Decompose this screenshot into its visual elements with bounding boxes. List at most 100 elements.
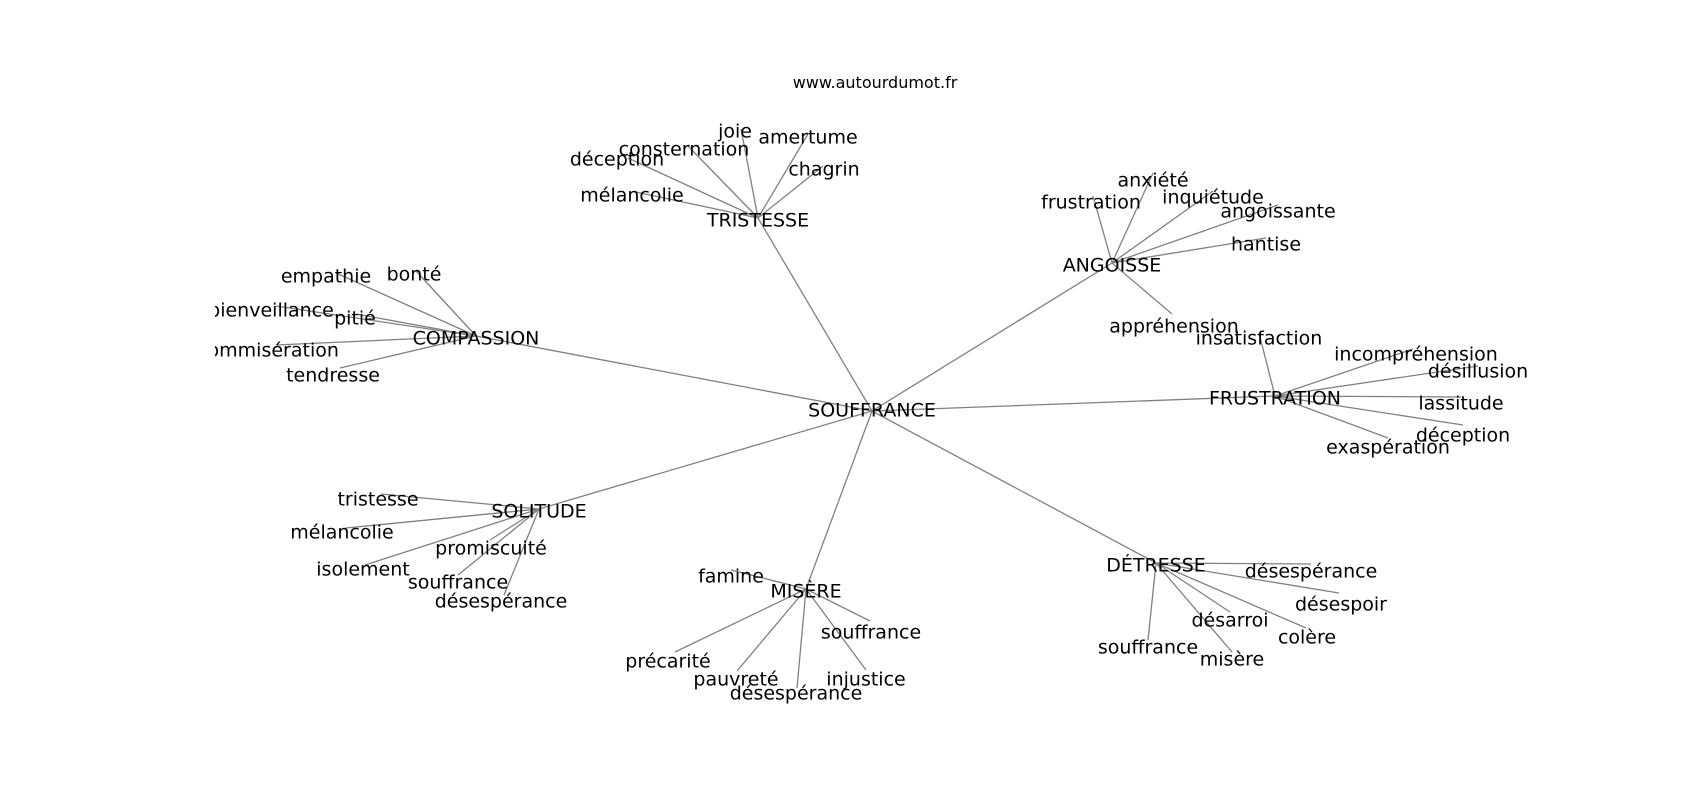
word-node-label[interactable]: joie xyxy=(717,121,752,143)
graph-edge xyxy=(757,217,873,412)
word-node-label[interactable]: désespérance xyxy=(1245,561,1378,583)
word-node-label[interactable]: angoissante xyxy=(1220,201,1335,223)
word-node-label[interactable]: incompréhension xyxy=(1334,344,1498,366)
graph-edge xyxy=(757,133,809,219)
word-node-label[interactable]: inquiétude xyxy=(1162,187,1264,209)
graph-edge xyxy=(1111,237,1267,264)
graph-edge xyxy=(380,493,540,510)
word-node-label[interactable]: pitié xyxy=(334,308,376,330)
word-node-label[interactable]: souffrance xyxy=(408,572,508,594)
word-node-label[interactable]: amertume xyxy=(758,127,857,149)
cluster-node-label[interactable]: FRUSTRATION xyxy=(1209,388,1341,410)
graph-edge xyxy=(1111,190,1214,264)
graph-edge xyxy=(275,305,477,337)
word-node-label[interactable]: déception xyxy=(570,149,664,171)
word-node-label[interactable]: tristesse xyxy=(337,489,418,511)
word-node-label[interactable]: désarroi xyxy=(1191,610,1268,632)
word-node-label[interactable]: précarité xyxy=(625,651,710,673)
graph-edge xyxy=(1111,262,1173,315)
word-node-label[interactable]: injustice xyxy=(826,669,905,691)
word-node-label[interactable]: anxiété xyxy=(1117,170,1188,192)
graph-edge xyxy=(635,191,759,219)
cluster-node-label[interactable]: DÉTRESSE xyxy=(1106,554,1206,577)
graph-edge xyxy=(687,145,759,219)
word-node-label[interactable]: mélancolie xyxy=(290,522,393,544)
word-node-label[interactable]: mélancolie xyxy=(580,185,683,207)
graph-edge xyxy=(475,335,873,412)
graph-edge xyxy=(1092,195,1113,264)
word-node-label[interactable]: désespérance xyxy=(730,683,863,705)
word-node-label[interactable]: chagrin xyxy=(788,159,859,181)
word-node-label[interactable]: hantise xyxy=(1231,234,1301,256)
graph-labels: SOUFFRANCE TRISTESSE joie amertume consterna… xyxy=(197,121,1528,705)
cluster-node-label[interactable]: MISÈRE xyxy=(770,580,841,603)
graph-edges xyxy=(275,128,1479,689)
graph-edge xyxy=(339,335,477,369)
word-node-label[interactable]: commisération xyxy=(197,340,339,362)
graph-edge xyxy=(1155,562,1307,629)
graph-edge xyxy=(489,508,540,541)
word-node-label[interactable]: famine xyxy=(698,566,764,588)
graph-edge xyxy=(355,313,477,337)
graph-edge xyxy=(674,588,807,653)
cluster-node-label[interactable]: ANGOISSE xyxy=(1063,255,1162,277)
word-node-label[interactable]: exaspération xyxy=(1326,437,1450,459)
graph-edge xyxy=(1155,562,1312,565)
center-node-label[interactable]: SOUFFRANCE xyxy=(808,400,936,422)
word-node-label[interactable]: bonté xyxy=(387,264,442,286)
graph-edge xyxy=(1155,562,1231,613)
word-node-label[interactable]: lassitude xyxy=(1418,393,1503,415)
graph-edge xyxy=(627,157,759,219)
graph-edge xyxy=(415,270,477,337)
graph-edge xyxy=(1111,172,1154,264)
word-node-label[interactable]: déception xyxy=(1416,425,1510,447)
word-node-label[interactable]: insatisfaction xyxy=(1196,328,1323,350)
word-node-label[interactable]: misère xyxy=(1200,649,1264,671)
graph-edge xyxy=(1274,395,1464,426)
graph-edge xyxy=(796,588,807,689)
graph-edge xyxy=(364,508,540,566)
graph-edge xyxy=(740,128,759,219)
word-node-label[interactable]: pauvreté xyxy=(693,669,778,691)
graph-edge xyxy=(871,395,1276,412)
graph-edge xyxy=(757,165,824,219)
graph-edge xyxy=(1274,395,1462,398)
cluster-node-label[interactable]: SOLITUDE xyxy=(491,501,586,523)
word-node-label[interactable]: souffrance xyxy=(1098,637,1198,659)
word-node-label[interactable]: bienveillance xyxy=(208,300,334,322)
word-node-label[interactable]: souffrance xyxy=(821,622,921,644)
word-node-label[interactable]: désespoir xyxy=(1295,594,1387,616)
word-node-label[interactable]: désillusion xyxy=(1428,361,1528,383)
graph-edge xyxy=(871,262,1113,412)
graph-edge xyxy=(538,410,873,510)
graph-edge xyxy=(805,588,867,671)
graph-edge xyxy=(345,508,540,529)
graph-edge xyxy=(275,335,477,346)
graph-edge xyxy=(457,508,540,576)
graph-edge xyxy=(871,410,1157,564)
graph-edge xyxy=(736,588,807,672)
word-node-label[interactable]: empathie xyxy=(281,266,371,288)
word-node-label[interactable]: isolement xyxy=(316,559,409,581)
word-node-label[interactable]: consternation xyxy=(619,139,750,161)
graph-edge xyxy=(1274,395,1389,439)
graph-edge xyxy=(805,588,871,622)
word-node-label[interactable]: tendresse xyxy=(286,365,380,387)
word-node-label[interactable]: promiscuité xyxy=(435,538,547,560)
graph-edge xyxy=(1258,332,1276,397)
graph-edge xyxy=(335,272,477,337)
word-node-label[interactable]: frustration xyxy=(1041,192,1141,214)
graph-edge xyxy=(730,569,807,590)
graph-edge xyxy=(805,410,873,590)
graph-edge xyxy=(1147,562,1157,641)
graph-edge xyxy=(1274,348,1414,397)
word-node-label[interactable]: colère xyxy=(1278,627,1336,649)
source-label: www.autourdumot.fr xyxy=(793,73,958,92)
graph-edge xyxy=(1274,365,1479,397)
word-node-label[interactable]: appréhension xyxy=(1109,316,1238,338)
word-node-label[interactable]: désespérance xyxy=(435,591,568,613)
cluster-node-label[interactable]: COMPASSION xyxy=(413,328,540,350)
cluster-node-label[interactable]: TRISTESSE xyxy=(706,210,809,232)
